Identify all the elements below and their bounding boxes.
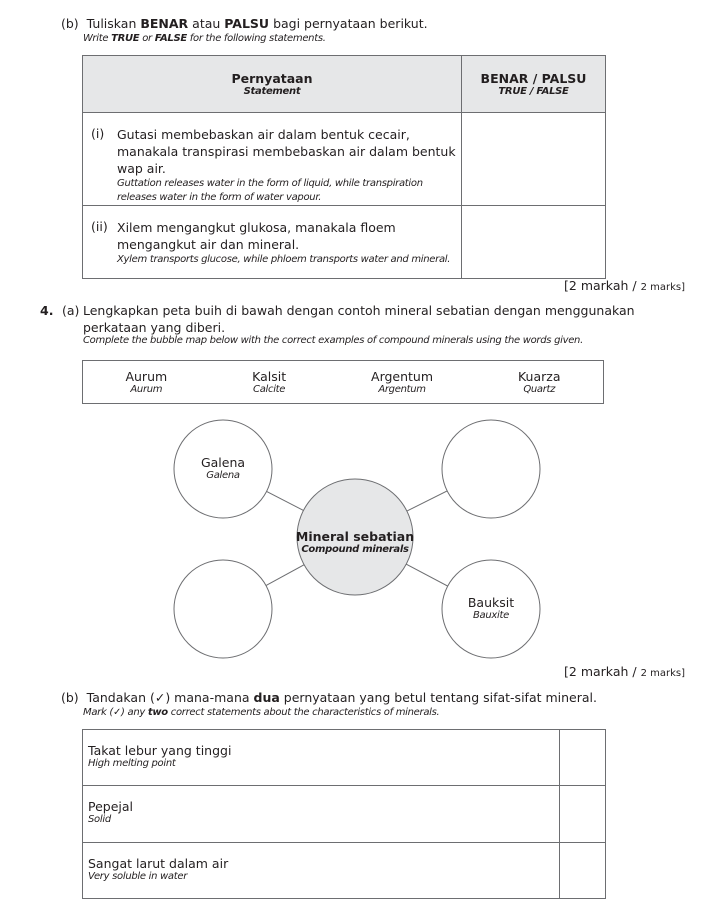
tick-box[interactable] (559, 729, 606, 786)
answer-cell[interactable] (461, 205, 606, 279)
marks: [2 markah / 2 marks] (564, 278, 685, 293)
q4a-instruction: 4.(a)Lengkapkan peta buih di bawah denga… (40, 303, 635, 335)
statement-row: (i)Gutasi membebaskan air dalam bentuk c… (82, 112, 462, 206)
marks: [2 markah / 2 marks] (564, 664, 685, 679)
tick-box[interactable] (559, 785, 606, 843)
bubble-bottom-left[interactable] (173, 559, 273, 659)
q3b-instruction-en: Write TRUE or FALSE for the following st… (83, 33, 326, 44)
answer-cell[interactable] (461, 112, 606, 206)
tick-box[interactable] (559, 842, 606, 899)
q4b-instruction: (b) Tandakan (✓) mana-mana dua pernyataa… (61, 690, 597, 705)
bubble-top-right[interactable] (441, 419, 541, 519)
q4a-instruction-en: Complete the bubble map below with the c… (83, 335, 583, 346)
bubble-center (296, 478, 414, 596)
bubble-bottom-right (441, 559, 541, 659)
q3b-instruction: (b) Tuliskan BENAR atau PALSU bagi perny… (61, 16, 428, 31)
bubble-top-left (173, 419, 273, 519)
q4b-instruction-en: Mark (✓) any two correct statements abou… (83, 707, 440, 718)
